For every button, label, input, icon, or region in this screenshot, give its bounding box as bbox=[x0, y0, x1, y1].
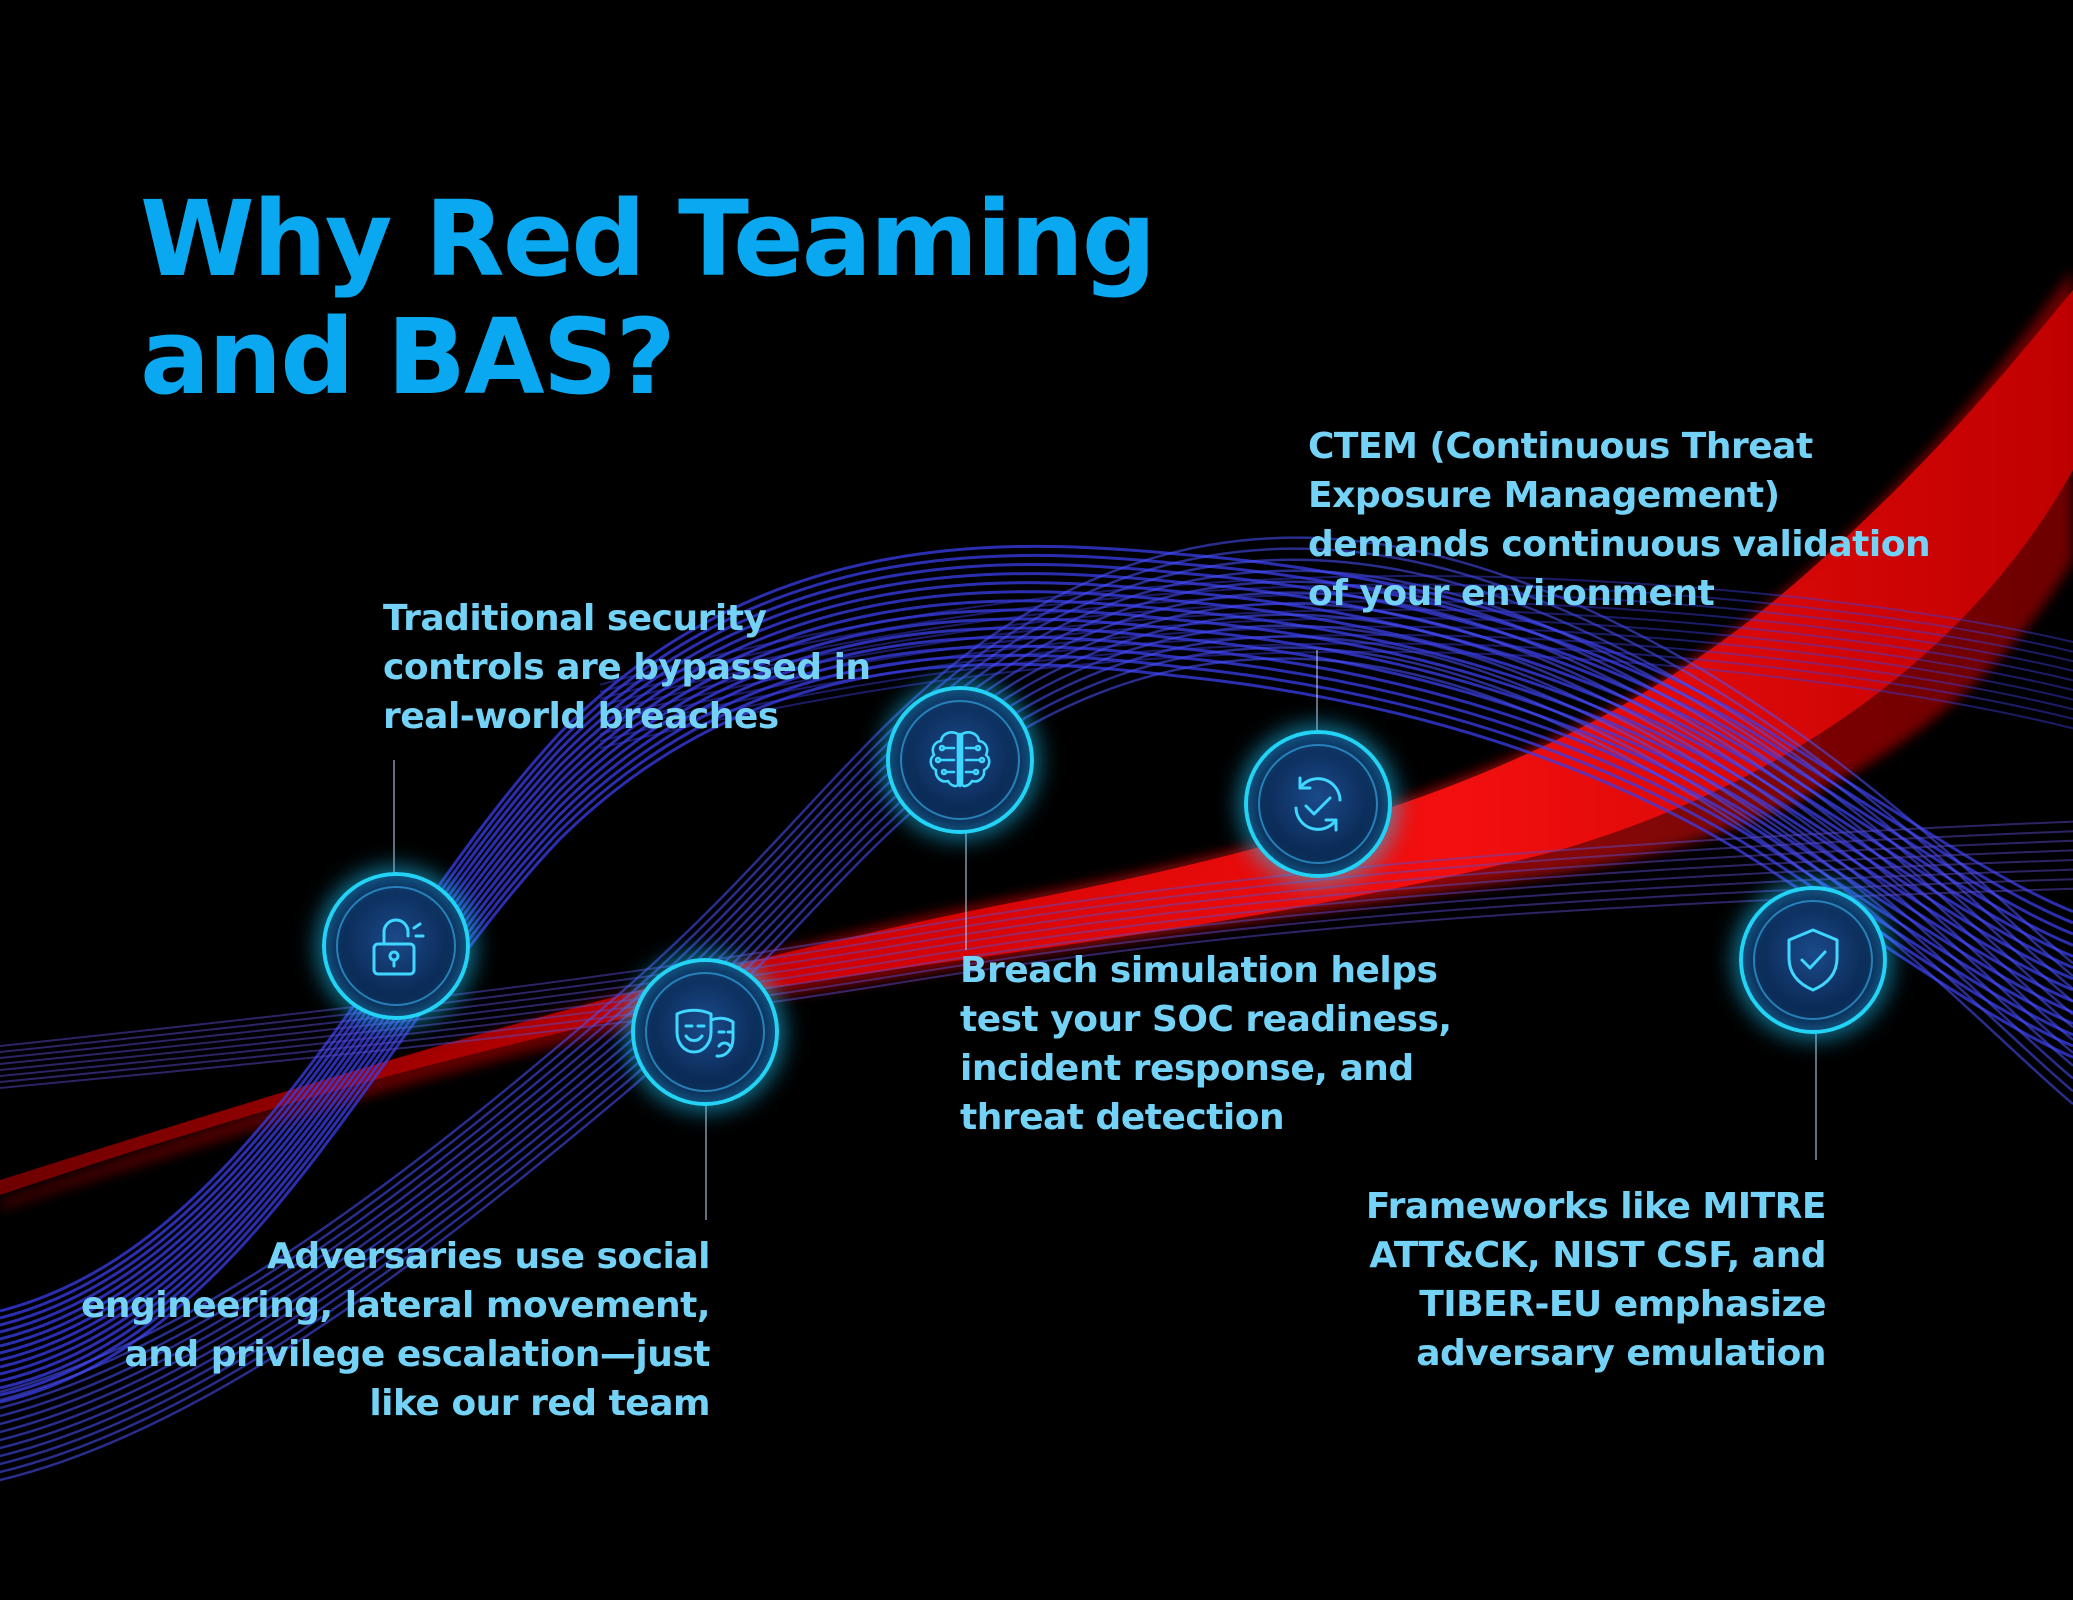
theater-masks-icon bbox=[675, 1008, 735, 1058]
connector-line-3 bbox=[965, 832, 967, 950]
connector-line-2 bbox=[705, 1100, 707, 1220]
connector-line-4 bbox=[1316, 650, 1318, 730]
note-adversaries: Adversaries use social engineering, late… bbox=[80, 1236, 711, 1424]
note-breach-simulation: Breach simulation helps test your SOC re… bbox=[960, 950, 1452, 1138]
node-theater-masks bbox=[631, 958, 779, 1106]
note-traditional-controls: Traditional security controls are bypass… bbox=[383, 598, 871, 737]
note-ctem: CTEM (Continuous Threat Exposure Managem… bbox=[1308, 426, 1931, 614]
node-brain-circuit bbox=[886, 686, 1034, 834]
connector-line-5 bbox=[1815, 1030, 1817, 1160]
node-shield-check bbox=[1739, 886, 1887, 1034]
node-open-padlock bbox=[322, 872, 470, 1020]
title-line-1: Why Red Teaming bbox=[140, 178, 1156, 300]
connector-line-1 bbox=[393, 760, 395, 875]
page-title: Why Red Teaming and BAS? bbox=[140, 180, 1240, 416]
shield-check-icon bbox=[1787, 928, 1839, 992]
note-frameworks: Frameworks like MITRE ATT&CK, NIST CSF, … bbox=[1365, 1186, 1827, 1374]
brain-circuit-icon bbox=[929, 731, 991, 788]
title-line-2: and BAS? bbox=[140, 296, 676, 418]
open-padlock-icon bbox=[372, 918, 425, 976]
refresh-check-icon bbox=[1294, 776, 1342, 832]
node-refresh-check bbox=[1244, 730, 1392, 878]
